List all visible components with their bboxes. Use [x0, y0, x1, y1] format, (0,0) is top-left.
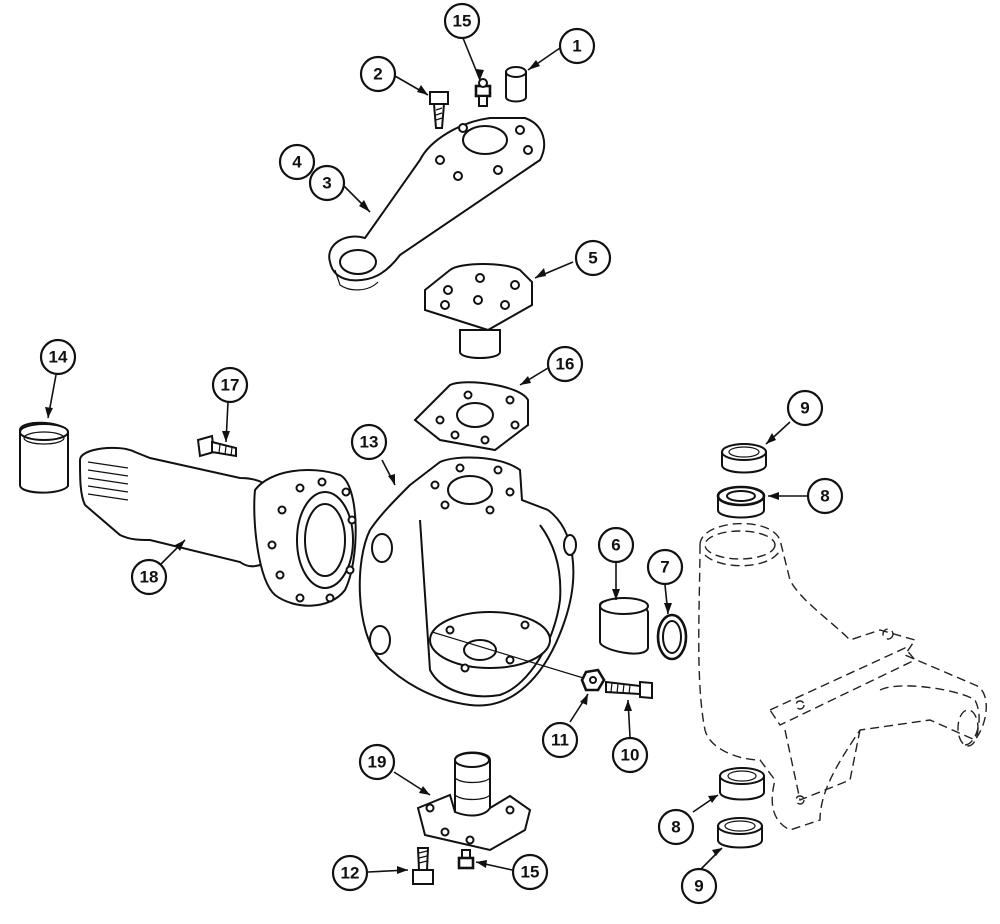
callout-13: 13	[350, 423, 388, 461]
callout-19-label: 19	[368, 753, 387, 772]
callout-9-lower: 9	[680, 867, 718, 905]
part-10-bolt	[605, 680, 653, 700]
callout-5: 5	[574, 239, 612, 277]
callout-16: 16	[546, 345, 584, 383]
part-2-bolt	[429, 91, 449, 129]
part-9-upper-cup	[721, 443, 767, 474]
part-17-bolt	[196, 434, 237, 458]
part-6-bushing	[599, 597, 649, 655]
callout-17: 17	[211, 366, 249, 404]
callout-15-top: 15	[443, 2, 481, 40]
callout-2: 2	[359, 55, 397, 93]
callout-10-label: 10	[621, 746, 640, 765]
callout-8-lower-label: 8	[671, 818, 680, 837]
callout-1: 1	[558, 27, 596, 65]
callout-18-label: 18	[140, 568, 159, 587]
part-19-lower-cap	[416, 751, 532, 852]
part-15-grease-fitting-bottom	[457, 849, 475, 870]
callout-6: 6	[597, 526, 635, 564]
part-11-nut	[580, 668, 606, 692]
callout-8-lower: 8	[657, 808, 695, 846]
callout-7: 7	[646, 548, 684, 586]
part-8-upper-cone	[716, 485, 766, 519]
callout-2-label: 2	[373, 65, 382, 84]
callout-13-label: 13	[360, 433, 379, 452]
callout-19: 19	[358, 743, 396, 781]
callout-10: 10	[611, 736, 649, 774]
callout-11-label: 11	[551, 731, 569, 750]
callout-9-lower-label: 9	[694, 877, 703, 896]
part-7-seal	[656, 613, 688, 661]
axle-housing-phantom	[698, 522, 987, 831]
part-18-spindle	[78, 446, 357, 607]
part-16-shim	[413, 381, 529, 452]
part-13-knuckle	[358, 456, 591, 707]
callout-8-upper: 8	[806, 477, 844, 515]
callout-14-label: 14	[49, 348, 68, 367]
callout-8-upper-label: 8	[820, 487, 829, 506]
callout-4-label: 4	[292, 153, 302, 172]
callout-9-upper: 9	[786, 389, 824, 427]
callout-12-label: 12	[341, 864, 360, 883]
callout-14: 14	[39, 338, 77, 376]
callout-15-bottom: 15	[511, 853, 549, 891]
callout-5-label: 5	[588, 249, 597, 268]
part-5-kingpin-cap	[424, 263, 533, 359]
callout-16-label: 16	[556, 355, 575, 374]
callout-7-label: 7	[660, 558, 669, 577]
callout-9-upper-label: 9	[800, 399, 809, 418]
part-12-bolt	[412, 847, 434, 885]
callout-15-bottom-label: 15	[521, 863, 540, 882]
part-9-lower-cup	[717, 817, 763, 849]
callout-12: 12	[331, 854, 369, 892]
callout-3: 3	[308, 164, 346, 202]
part-15-grease-fitting-top	[474, 78, 492, 107]
callout-11: 11	[541, 721, 579, 759]
part-3-steering-arm	[328, 117, 546, 291]
callout-6-label: 6	[611, 536, 620, 555]
callout-4: 4	[278, 143, 316, 181]
part-14-bearing-cup	[19, 421, 69, 494]
callout-17-label: 17	[221, 376, 240, 395]
callout-1-label: 1	[572, 37, 581, 56]
callout-15-top-label: 15	[453, 12, 472, 31]
part-1-bushing	[505, 66, 527, 103]
callout-18: 18	[130, 558, 168, 596]
callout-3-label: 3	[322, 174, 331, 193]
leader-arrowheads	[45, 60, 779, 874]
part-8-lower-cone	[719, 767, 765, 801]
